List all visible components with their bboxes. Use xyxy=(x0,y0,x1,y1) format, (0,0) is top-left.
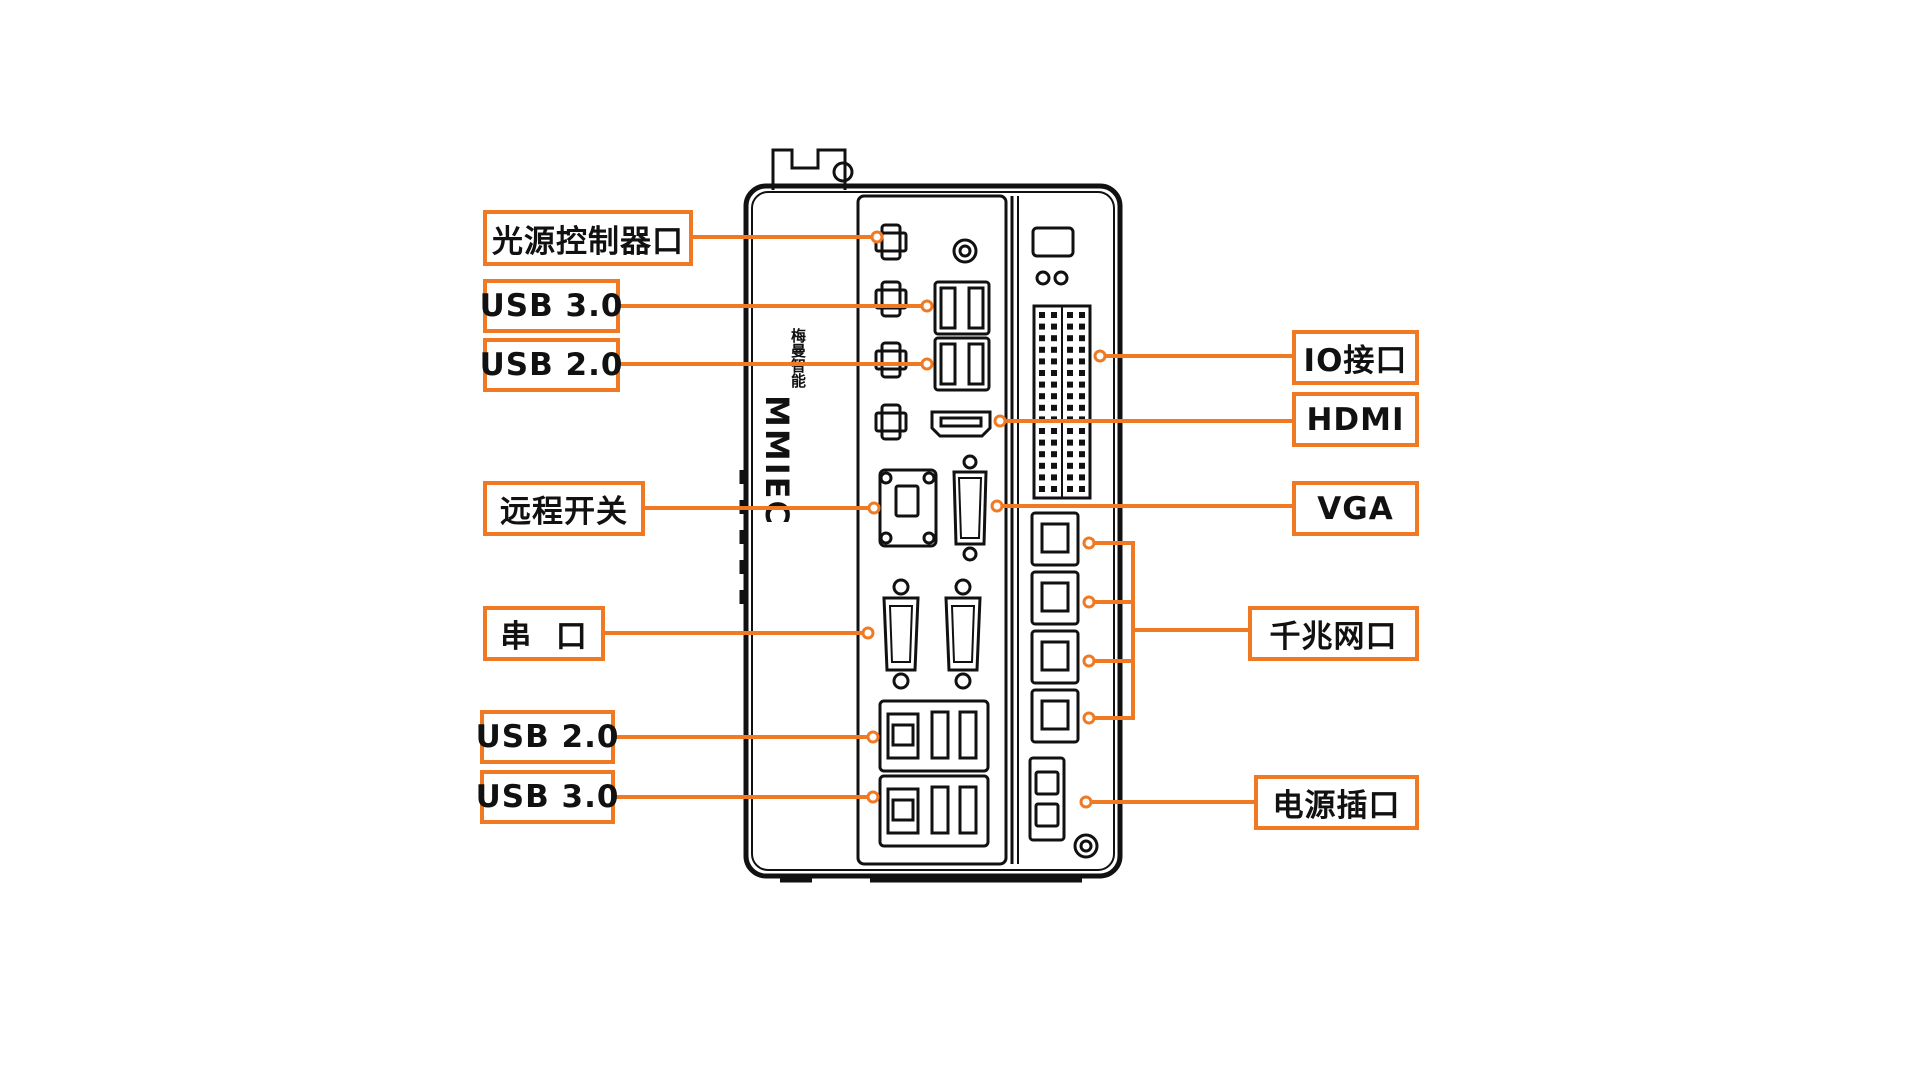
io-terminal-pin xyxy=(1067,358,1073,365)
io-terminal-pin xyxy=(1039,486,1045,492)
io-terminal-pin xyxy=(1039,323,1045,330)
io-terminal-pin xyxy=(1079,474,1085,481)
dot-light-source xyxy=(870,230,884,244)
dot-remote-switch xyxy=(867,501,881,515)
io-terminal-pin xyxy=(1067,428,1073,434)
io-terminal-pin xyxy=(1067,404,1073,411)
io-terminal-pin xyxy=(1067,393,1073,400)
io-terminal-pin xyxy=(1067,474,1073,481)
io-terminal-pin xyxy=(1051,312,1057,318)
dot-usb3-top xyxy=(920,299,934,313)
io-terminal-pin xyxy=(1051,335,1057,342)
io-terminal-pin xyxy=(1067,462,1073,469)
label-remote-switch: 远程开关 xyxy=(483,481,645,536)
dot-serial xyxy=(861,626,875,640)
io-terminal-pin xyxy=(1051,428,1057,434)
io-terminal-pin xyxy=(1079,451,1085,458)
label-usb2-top: USB 2.0 xyxy=(480,338,622,392)
io-terminal-pin xyxy=(1067,486,1073,492)
io-terminal-pin xyxy=(1039,393,1045,400)
io-terminal-pin xyxy=(1079,358,1085,365)
label-vga: VGA xyxy=(1292,481,1419,536)
io-terminal-pin xyxy=(1051,486,1057,492)
dot-lan-1 xyxy=(1082,536,1096,550)
io-terminal-pin xyxy=(1051,323,1057,330)
label-light-source-control: 光源控制器口 xyxy=(483,210,693,266)
dot-usb2-top xyxy=(920,357,934,371)
io-terminal-pin xyxy=(1051,439,1057,446)
io-terminal-pin xyxy=(1067,335,1073,342)
company-name-text: 梅曼智能 xyxy=(789,328,807,388)
label-io-port: IO接口 xyxy=(1292,330,1419,385)
io-terminal-pin xyxy=(1039,474,1045,481)
label-power-socket: 电源插口 xyxy=(1254,775,1419,830)
io-terminal-pin xyxy=(1079,335,1085,342)
io-terminal-pin xyxy=(1039,346,1045,353)
company-name: 梅曼智能 xyxy=(788,328,809,388)
dot-lan-2 xyxy=(1082,595,1096,609)
io-terminal-pin xyxy=(1039,404,1045,411)
dot-io xyxy=(1093,349,1107,363)
io-terminal-pin xyxy=(1079,462,1085,469)
io-terminal-pin xyxy=(1067,312,1073,318)
io-terminal-pin xyxy=(1051,370,1057,376)
io-terminal-pin xyxy=(1039,312,1045,318)
io-terminal-pin xyxy=(1067,323,1073,330)
io-terminal-pin xyxy=(1039,381,1045,388)
dot-vga xyxy=(990,499,1004,513)
dot-usb2-bottom xyxy=(866,730,880,744)
io-terminal-pin xyxy=(1079,439,1085,446)
label-serial-port: 串 口 xyxy=(483,606,605,661)
io-terminal-pin xyxy=(1039,439,1045,446)
io-terminal-pin xyxy=(1067,451,1073,458)
io-terminal-pin xyxy=(1051,346,1057,353)
dot-lan-4 xyxy=(1082,711,1096,725)
dot-power xyxy=(1079,795,1093,809)
io-terminal-pin xyxy=(1039,451,1045,458)
label-usb2-bottom: USB 2.0 xyxy=(476,710,618,764)
io-terminal-pin xyxy=(1079,486,1085,492)
io-terminal-pin xyxy=(1051,381,1057,388)
io-terminal-pin xyxy=(1039,370,1045,376)
label-gigabit-ethernet: 千兆网口 xyxy=(1248,606,1419,661)
label-hdmi: HDMI xyxy=(1292,392,1419,447)
io-terminal-pin xyxy=(1067,370,1073,376)
io-terminal-pin xyxy=(1079,393,1085,400)
io-terminal-pin xyxy=(1079,428,1085,434)
io-terminal-pin xyxy=(1051,462,1057,469)
io-terminal-pin xyxy=(1067,381,1073,388)
io-terminal-pin xyxy=(1079,346,1085,353)
io-terminal-pin xyxy=(1051,451,1057,458)
io-terminal-pin xyxy=(1051,393,1057,400)
io-terminal-pin xyxy=(1051,474,1057,481)
io-terminal-pin xyxy=(1067,346,1073,353)
dot-lan-3 xyxy=(1082,654,1096,668)
io-terminal-pin xyxy=(1079,381,1085,388)
io-terminal-pin xyxy=(1051,358,1057,365)
io-terminal-pin xyxy=(1079,323,1085,330)
io-terminal-pin xyxy=(1051,404,1057,411)
dot-usb3-bottom xyxy=(866,790,880,804)
label-usb3-bottom: USB 3.0 xyxy=(476,770,618,824)
io-terminal-pin xyxy=(1079,370,1085,376)
io-terminal-pin xyxy=(1039,462,1045,469)
dot-hdmi xyxy=(993,414,1007,428)
io-terminal-pin xyxy=(1039,428,1045,434)
io-terminal-pin xyxy=(1039,358,1045,365)
io-terminal-pin xyxy=(1039,335,1045,342)
label-usb3-top: USB 3.0 xyxy=(480,279,622,333)
io-terminal-pin xyxy=(1067,439,1073,446)
io-terminal-pin xyxy=(1079,312,1085,318)
io-terminal-pin xyxy=(1079,404,1085,411)
